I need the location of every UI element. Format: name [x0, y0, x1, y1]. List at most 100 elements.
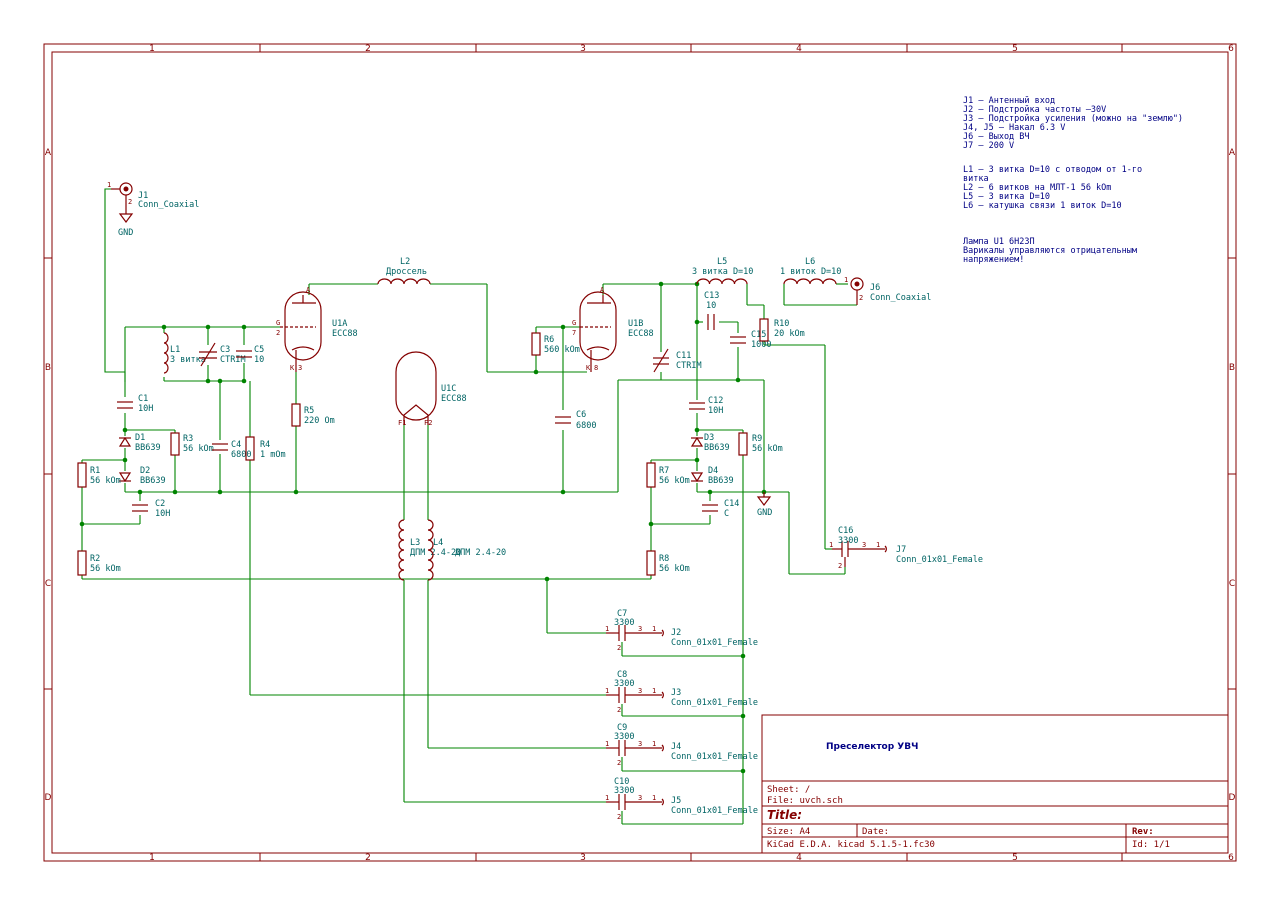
svg-text:1: 1 [652, 687, 656, 695]
col-label-top: 1 [149, 44, 155, 54]
capacitor-c5: C5 10 [236, 345, 264, 365]
connector-j5: 1 J5 Conn_01x01_Female [652, 794, 758, 816]
resistor-r1: R1 56 kOm [77, 462, 121, 488]
ref-label: U1A [332, 319, 347, 329]
ref-label: C11 [676, 351, 691, 361]
col-label-top: 6 [1228, 44, 1234, 54]
svg-text:A: A [306, 286, 311, 294]
value-label: 3300 [614, 679, 634, 689]
inductor-l2: L2 Дроссель [377, 257, 431, 285]
capacitor-c3: C3 CTRIM [199, 342, 246, 367]
resistor-r10: R10 20 kOm [759, 318, 805, 342]
ref-label: R7 [659, 466, 669, 476]
capacitor-c9: 1 3 2 C9 3300 [605, 723, 662, 767]
ref-label: C6 [576, 410, 586, 420]
svg-text:2: 2 [617, 644, 621, 652]
file-label: File: uvch.sch [767, 796, 843, 806]
svg-text:3: 3 [638, 625, 642, 633]
connector-j6: 1 2 J6 Conn_Coaxial [844, 276, 931, 305]
ref-label: D1 [135, 433, 145, 443]
capacitor-c14: C14 C [702, 499, 739, 519]
svg-text:G: G [276, 319, 280, 327]
col-label-bottom: 4 [796, 853, 802, 863]
size-label: Size: A4 [767, 827, 810, 837]
svg-text:3: 3 [638, 687, 642, 695]
value-label: 3300 [614, 786, 634, 796]
note-line: J3 – Подстройка усиления (можно на "земл… [963, 114, 1183, 124]
svg-text:G: G [572, 319, 576, 327]
capacitor-c8: 1 3 2 C8 3300 [605, 670, 662, 714]
ref-label: C16 [838, 526, 853, 536]
svg-text:1: 1 [605, 794, 609, 802]
svg-text:1: 1 [605, 740, 609, 748]
ground-symbol: GND [756, 492, 772, 518]
value-label: 1 виток D=10 [780, 267, 841, 277]
ref-label: L6 [805, 257, 815, 267]
row-label-right: B [1229, 363, 1235, 373]
ref-label: C7 [617, 609, 627, 619]
svg-text:1: 1 [605, 687, 609, 695]
inductor-l3: L3 ДПМ 2.4-20 [398, 519, 461, 581]
col-label-bottom: 2 [365, 853, 371, 863]
value-label: 56 kOm [659, 564, 690, 574]
value-label: CTRIM [676, 361, 702, 371]
value-label: 56 kOm [752, 444, 783, 454]
capacitor-c4: C4 6800 [212, 440, 251, 460]
inductor-l6: L6 1 виток D=10 [780, 257, 841, 285]
connector-j2: 1 J2 Conn_01x01_Female [652, 625, 758, 648]
value-label: 3 витка D=10 [692, 267, 753, 277]
ref-label: R2 [90, 554, 100, 564]
svg-text:7: 7 [572, 329, 576, 337]
note-line: J1 – Антенный вход [963, 96, 1055, 106]
value-label: 3 витка [170, 355, 206, 365]
value-label: ДПМ 2.4-20 [410, 548, 461, 558]
value-label: 10H [708, 406, 723, 416]
svg-text:F2: F2 [424, 419, 432, 427]
value-label: 1 mOm [260, 450, 286, 460]
tube-u1a: G 2 A K 3 U1A ECC88 [276, 286, 358, 372]
note-line: Лампа U1 6Н23П [963, 237, 1035, 247]
ref-label: D4 [708, 466, 718, 476]
svg-text:1: 1 [652, 794, 656, 802]
value-label: 220 Om [304, 416, 335, 426]
note-line: витка [963, 174, 989, 184]
value-label: 56 kOm [183, 444, 214, 454]
ref-label: R9 [752, 434, 762, 444]
value-label: BB639 [708, 476, 734, 486]
resistor-r2: R2 56 kOm [77, 550, 121, 576]
ref-label: R10 [774, 319, 789, 329]
value-label: 56 kOm [659, 476, 690, 486]
inductor-l5: L5 3 витка D=10 [692, 257, 753, 285]
title-label: Title: [767, 808, 802, 822]
value-label: BB639 [135, 443, 161, 453]
ref-label: GND [757, 508, 772, 518]
ref-label: J6 [870, 283, 880, 293]
svg-text:2: 2 [617, 759, 621, 767]
diode-d2: D2 BB639 [118, 466, 166, 486]
capacitor-c7: 1 3 2 C7 3300 [605, 609, 662, 652]
capacitor-c11: C11 CTRIM [653, 348, 702, 373]
svg-text:1: 1 [829, 541, 833, 549]
row-label-left: C [45, 579, 51, 589]
diode-d1: D1 BB639 [118, 433, 161, 453]
tube-u1c: F1 F2 U1C ECC88 [395, 351, 467, 427]
value-label: C [724, 509, 729, 519]
value-label: 56 kOm [90, 564, 121, 574]
capacitor-c6: C6 6800 [555, 410, 596, 431]
note-line: Варикалы управляются отрицательным [963, 246, 1137, 256]
svg-text:2: 2 [617, 813, 621, 821]
value-label: Conn_01x01_Female [896, 555, 983, 565]
ref-label: J2 [671, 628, 681, 638]
tool-label: KiCad E.D.A. kicad 5.1.5-1.fc30 [767, 840, 935, 850]
value-label: 10H [138, 404, 153, 414]
junctions [79, 281, 767, 774]
ref-label: C5 [254, 345, 264, 355]
row-label-right: A [1229, 148, 1236, 158]
value-label: CTRIM [220, 355, 246, 365]
svg-text:1: 1 [605, 625, 609, 633]
note-line: L2 – 6 витков на МЛТ-1 56 kOm [963, 183, 1111, 193]
value-label: 6800 [231, 450, 251, 460]
capacitor-c2: C2 10H [132, 499, 170, 519]
value-label: 6800 [576, 421, 596, 431]
value-label: Conn_01x01_Female [671, 698, 758, 708]
